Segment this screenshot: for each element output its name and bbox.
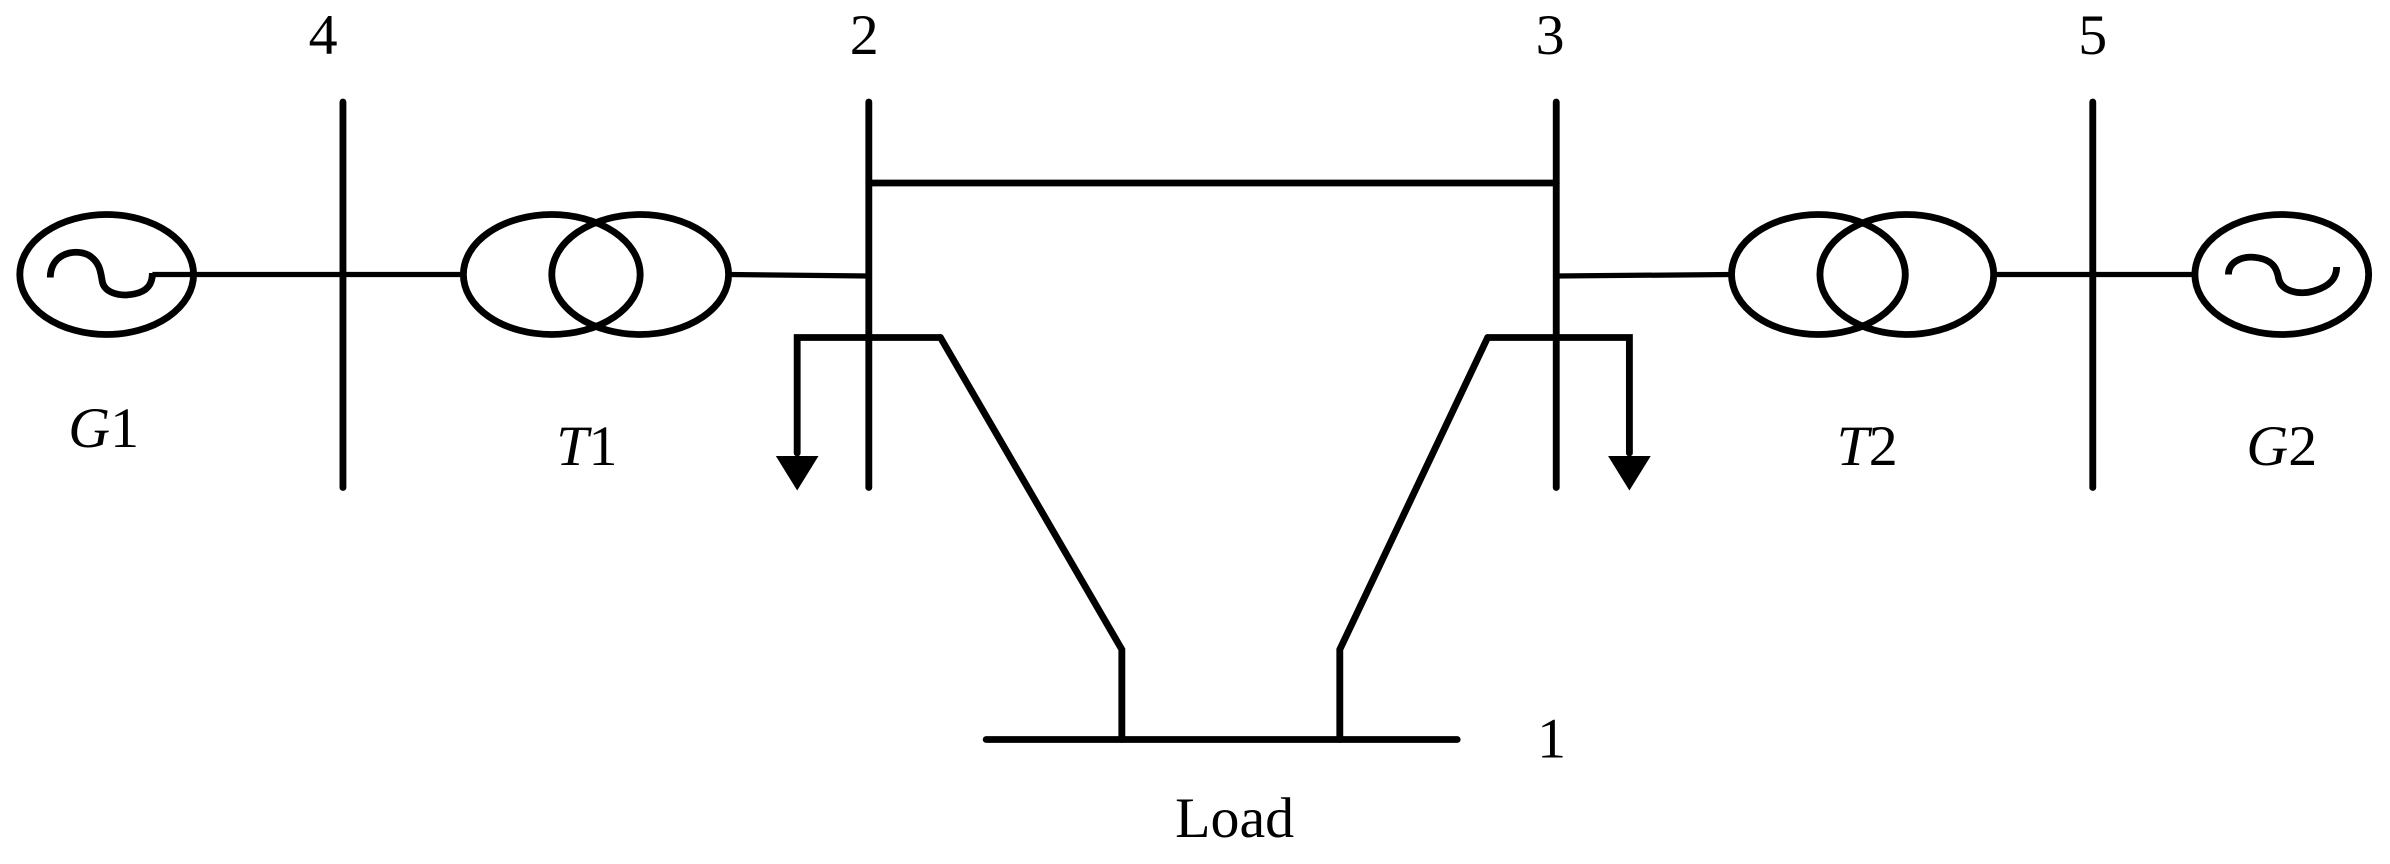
load-label: Load — [1175, 787, 1294, 849]
g2-label: G2 — [2246, 415, 2317, 477]
line-2-1 — [937, 334, 1126, 743]
bus-1-label: 1 — [1537, 708, 1566, 770]
bus-3-label: 3 — [1536, 4, 1565, 66]
line-3-1 — [1336, 334, 1492, 743]
load-arrow-bus3-icon — [1484, 334, 1651, 491]
load-arrow-bus2-icon — [775, 334, 944, 491]
line-t1-bus2 — [728, 271, 869, 279]
g1-label: G1 — [68, 397, 139, 459]
transformer-t2-icon — [1728, 211, 1998, 338]
transformer-t1-icon — [459, 211, 733, 338]
generator-g2-icon — [2191, 211, 2373, 338]
bus-2-label: 2 — [850, 4, 879, 66]
t2-label: T2 — [1837, 415, 1898, 477]
t1-label: T1 — [556, 415, 617, 477]
line-bus3-t2 — [1556, 271, 1732, 279]
bus-5-label: 5 — [2078, 4, 2107, 66]
bus-4-label: 4 — [309, 4, 338, 66]
